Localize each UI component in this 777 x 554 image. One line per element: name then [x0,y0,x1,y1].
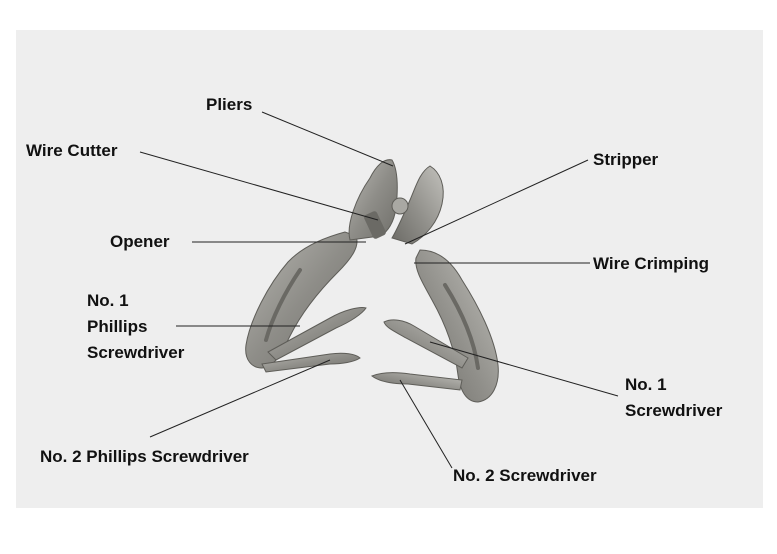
leader-no1-screwdriver [429,341,619,397]
left-phillips-bit-no1 [267,307,367,361]
label-opener: Opener [110,232,170,251]
right-handle-groove [443,283,480,370]
right-flat-bit-no1 [383,319,469,369]
leader-no2-screwdriver [399,379,453,469]
label-pliers: Pliers [206,95,253,114]
leader-no2-phillips [149,359,331,438]
pivot-screw [391,197,409,215]
right-flat-bit-no2 [370,372,463,391]
leader-stripper [404,159,589,245]
product-photo-background [16,30,763,508]
label-wire-cutter: Wire Cutter [26,141,118,160]
label-no1-phillips-screwdriver: No. 1 Phillips Screwdriver [87,291,185,362]
left-handle-groove [264,268,302,342]
opener-slot [364,211,386,239]
left-phillips-bit-no2 [261,352,361,373]
leader-pliers [261,111,394,167]
left-handle [245,231,358,369]
label-no1-screwdriver: No. 1 Screwdriver [625,375,723,420]
label-wire-crimping: Wire Crimping [593,254,710,273]
label-no2-phillips-screwdriver: No. 2 Phillips Screwdriver [40,447,249,466]
label-no2-screwdriver: No. 2 Screwdriver [453,466,597,485]
pliers-jaw-right [391,165,444,245]
leader-lines [139,111,619,469]
leader-wire-cutter [139,151,379,221]
label-stripper: Stripper [593,150,659,169]
